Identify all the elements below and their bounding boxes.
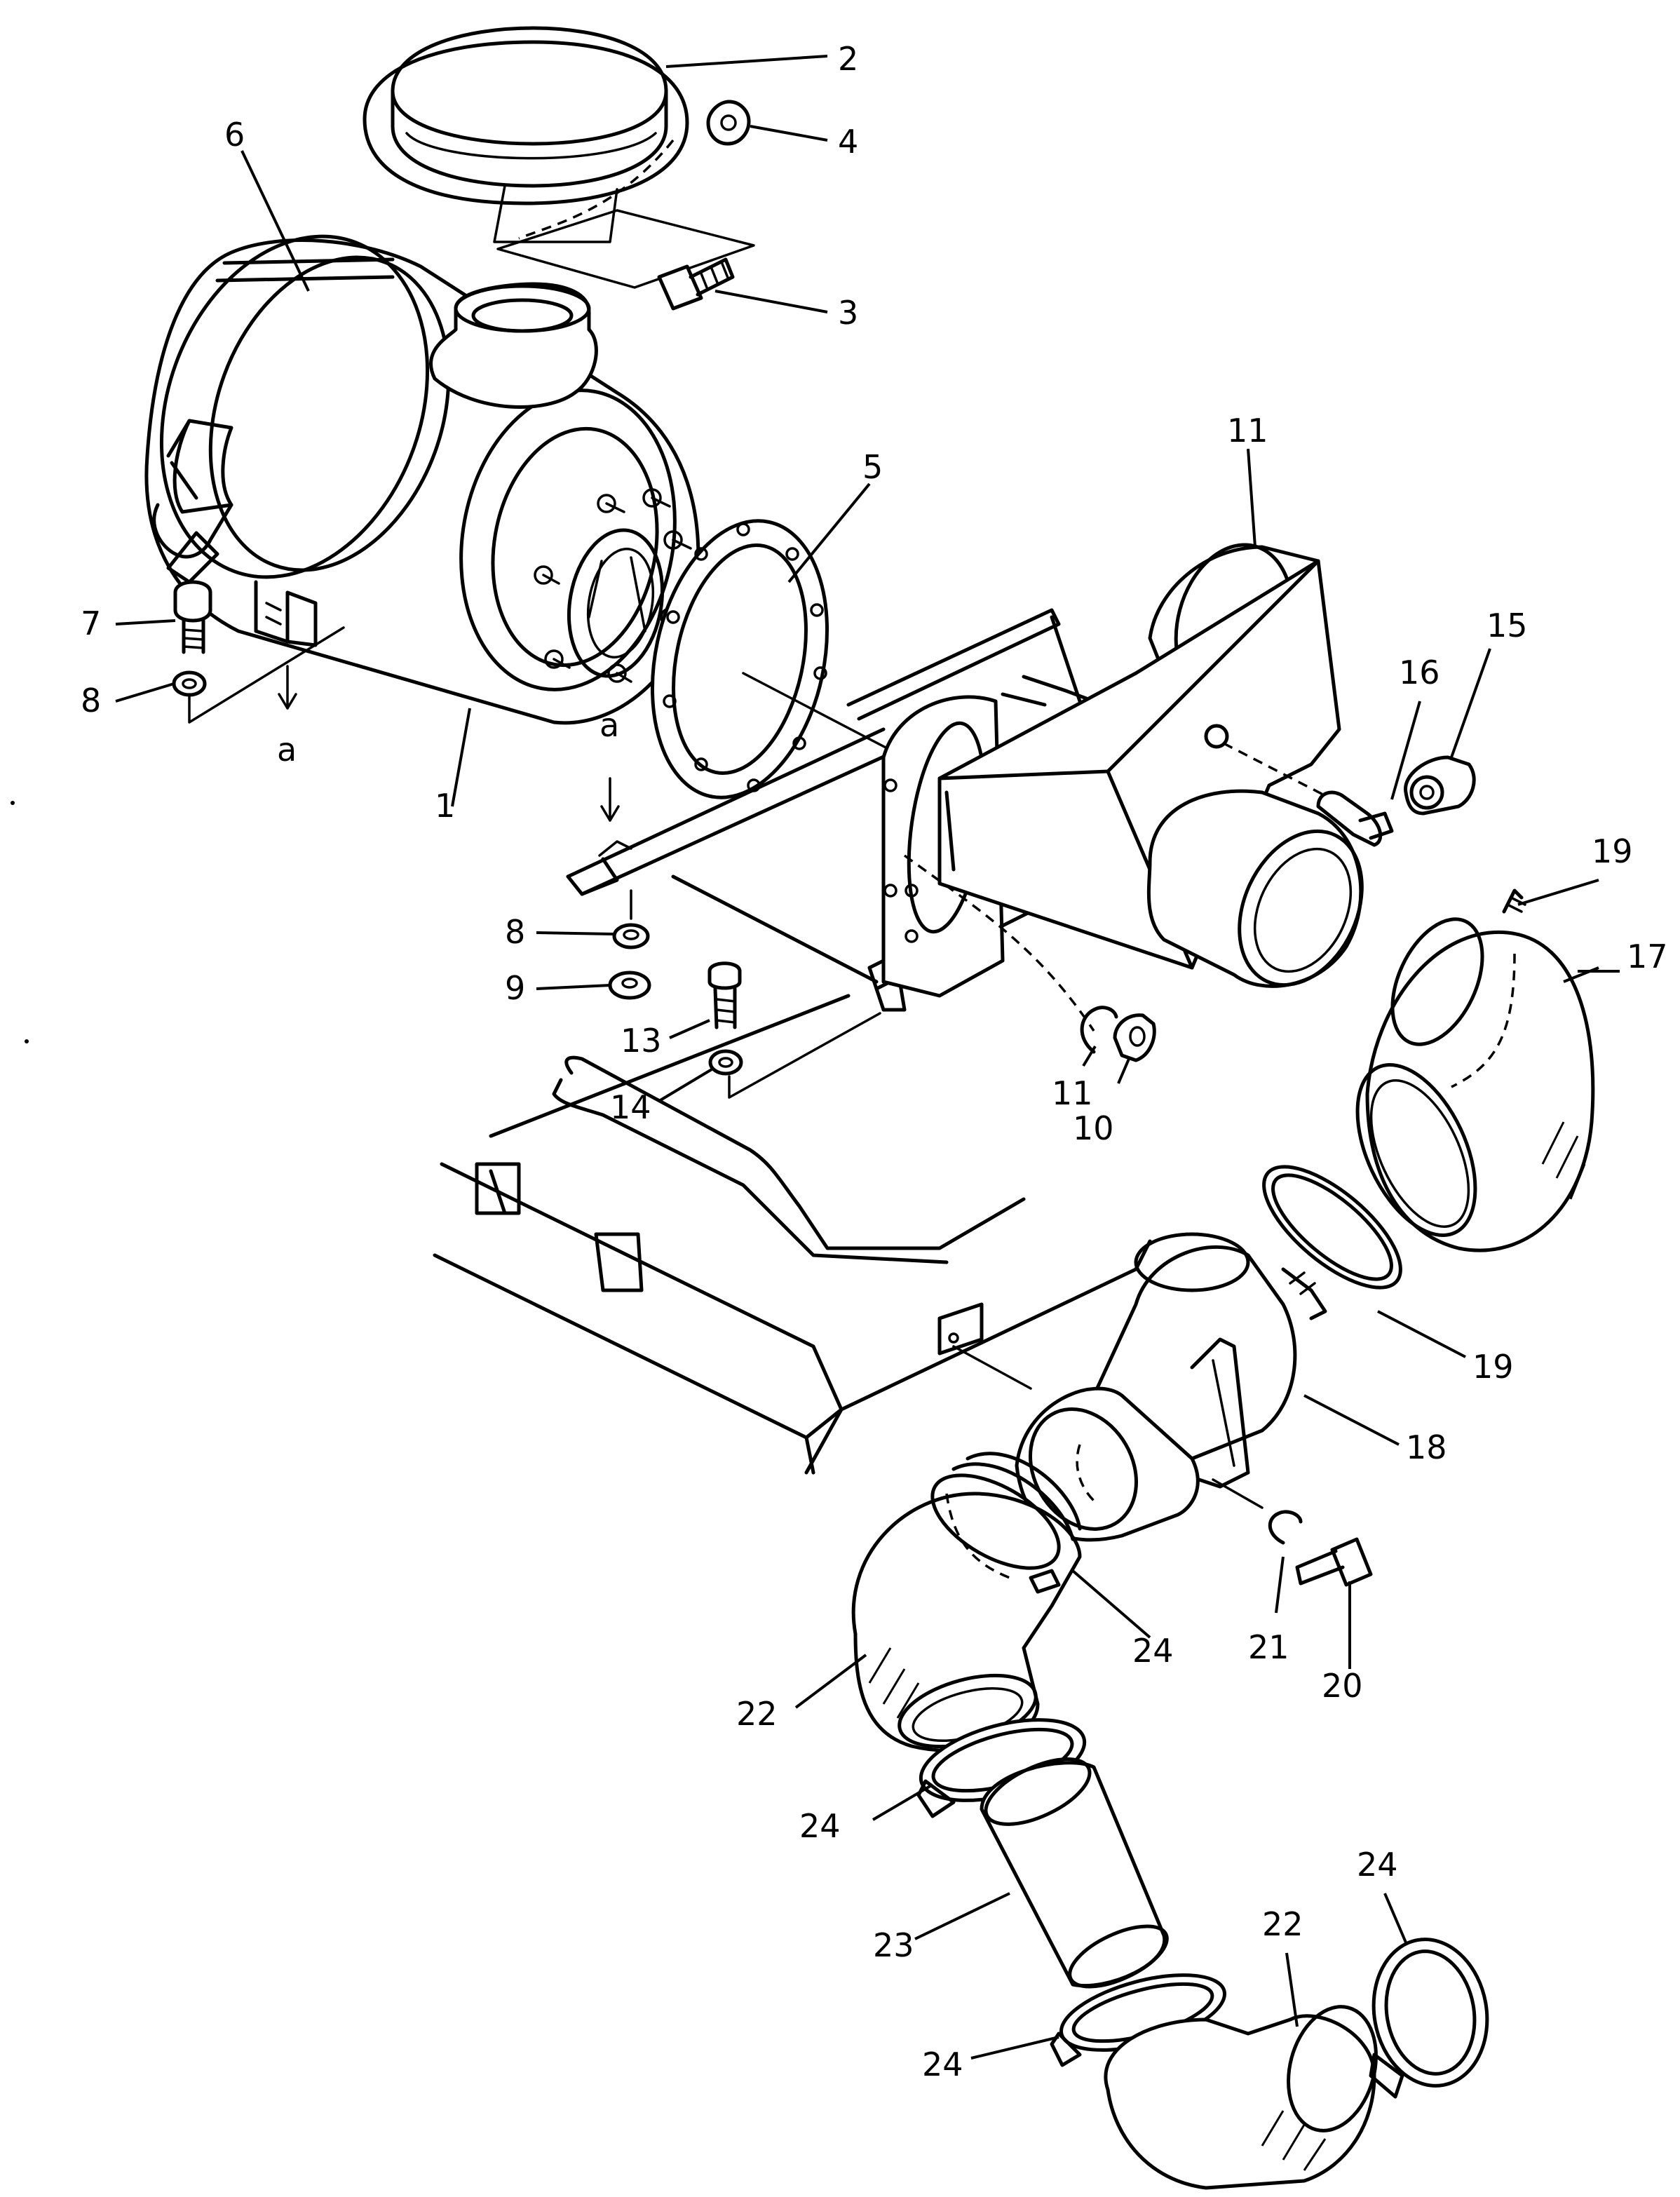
section-marker-a-right: a xyxy=(599,706,619,744)
callout-13: 13 xyxy=(621,1022,662,1060)
callout-17: 17 xyxy=(1627,938,1668,975)
mounting-tab xyxy=(937,1302,984,1356)
callout-9: 9 xyxy=(505,969,525,1007)
callout-21: 21 xyxy=(1248,1628,1289,1666)
arrow-a-right xyxy=(600,777,620,822)
elbow-hose-17 xyxy=(1355,917,1595,1252)
reference-line-a-right xyxy=(728,1012,881,1099)
callout-10: 10 xyxy=(1073,1109,1114,1147)
clamp-19-top xyxy=(1502,888,1526,914)
arrow-a-left xyxy=(278,665,297,710)
elbow-fitting-16 xyxy=(1316,790,1394,847)
callout-4: 4 xyxy=(838,123,858,161)
margin-speck xyxy=(11,801,15,805)
callout-14: 14 xyxy=(610,1088,651,1126)
service-indicator-15 xyxy=(1404,755,1476,816)
margin-speck xyxy=(25,1039,29,1043)
callout-22-lower: 22 xyxy=(1262,1905,1303,1943)
machine-frame xyxy=(433,994,1152,1475)
clamp-19 xyxy=(1262,1165,1402,1320)
callout-labels: 2 4 3 6 5 11 7 8 a 1 a 8 9 13 14 11 10 1… xyxy=(81,40,1668,2083)
callout-8-left: 8 xyxy=(81,682,101,719)
callout-8-right: 8 xyxy=(505,913,525,951)
callout-24-right: 24 xyxy=(1357,1846,1398,1884)
callout-12: 11 xyxy=(1227,412,1268,449)
callout-11: 11 xyxy=(1052,1074,1093,1112)
callout-6: 6 xyxy=(224,116,245,154)
callout-24-upper: 24 xyxy=(1132,1632,1174,1670)
precleaner-cap xyxy=(363,26,689,243)
nut-9 xyxy=(608,971,651,1000)
tab-line xyxy=(952,1345,1032,1390)
washer-8-right xyxy=(612,923,650,949)
nut-4 xyxy=(706,100,751,146)
callout-20: 20 xyxy=(1322,1667,1363,1705)
callout-5: 5 xyxy=(862,448,883,486)
callout-1: 1 xyxy=(435,787,455,825)
snap-ring-11 xyxy=(1080,1006,1118,1054)
centerline-gasket xyxy=(742,672,906,759)
bolt-13 xyxy=(707,961,742,1029)
callout-23: 23 xyxy=(873,1926,914,1964)
clamp-24-right xyxy=(1369,1938,1489,2099)
section-marker-a-left: a xyxy=(277,731,297,769)
flange-gasket xyxy=(650,519,829,799)
reference-line-a-left xyxy=(188,626,345,724)
callout-22-upper: 22 xyxy=(736,1695,778,1733)
callout-3: 3 xyxy=(838,294,858,332)
callout-19: 19 xyxy=(1472,1348,1514,1386)
callout-7: 7 xyxy=(81,604,101,642)
bolt-line-snap xyxy=(903,854,1095,1032)
hose-23 xyxy=(980,1757,1169,1989)
gasket-plate xyxy=(496,209,755,289)
callout-24-lower: 24 xyxy=(922,2046,963,2083)
snap-ring-21 xyxy=(1268,1510,1303,1545)
callout-19-top: 19 xyxy=(1592,832,1633,870)
pipe-line-18 xyxy=(1212,1478,1264,1509)
callout-2: 2 xyxy=(838,40,858,78)
clamp-24-upper xyxy=(951,1452,1082,1594)
callout-15: 15 xyxy=(1486,607,1528,644)
bolt-3 xyxy=(657,257,735,311)
air-cleaner-body xyxy=(144,234,700,725)
nut-10 xyxy=(1113,1013,1156,1062)
leader-lines xyxy=(115,55,1620,2060)
intake-adapter xyxy=(937,543,1364,988)
washer-8-left xyxy=(172,670,207,697)
bolt-7 xyxy=(173,580,212,654)
callout-18: 18 xyxy=(1406,1428,1447,1466)
washer-14 xyxy=(708,1049,743,1076)
bolt-20 xyxy=(1295,1537,1373,1587)
callout-24-middle: 24 xyxy=(799,1807,841,1845)
callout-16: 16 xyxy=(1399,654,1440,691)
